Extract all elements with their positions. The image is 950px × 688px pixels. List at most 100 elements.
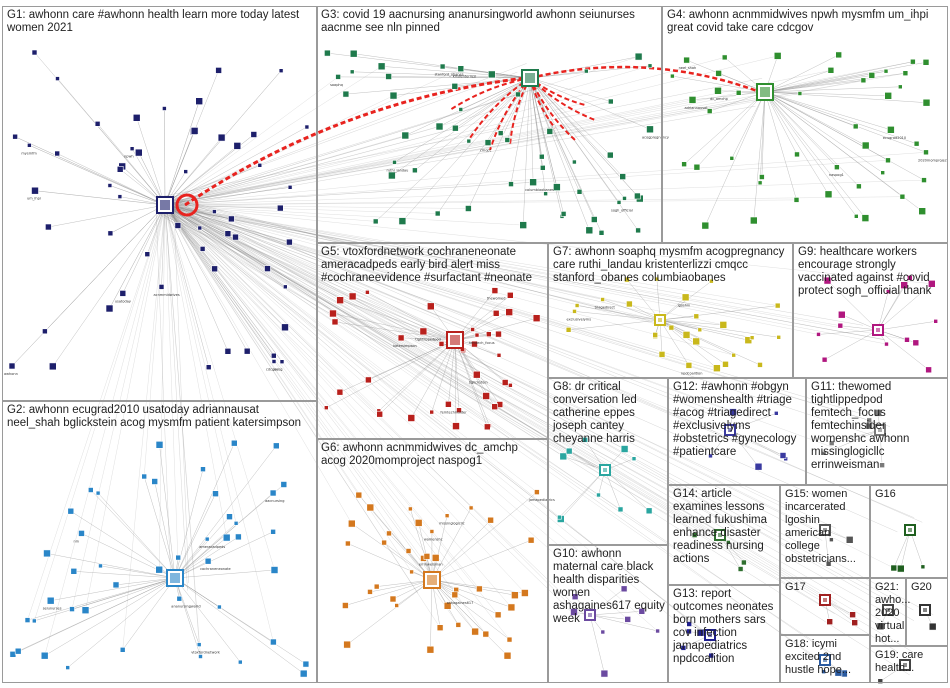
node [276,204,284,212]
node [538,153,545,160]
node [879,462,885,469]
edge [164,204,274,356]
node [708,453,713,459]
node-label: ecugrad2010 [883,136,906,140]
edge [683,91,766,165]
edge [656,279,661,321]
edge [44,577,176,656]
node [81,606,90,615]
edge [764,91,860,187]
edge [164,204,448,516]
node [652,332,659,338]
edge [164,167,543,206]
node [217,604,222,610]
edge [164,204,841,326]
node [904,336,910,343]
node [922,58,930,66]
node [458,107,464,112]
node [598,230,605,236]
node [829,537,834,543]
edge [163,214,835,614]
node-label: 2020momproject [918,158,949,162]
hub-node-image [525,73,535,83]
edge [164,204,717,369]
node [572,309,577,314]
node [519,221,528,229]
node [232,233,239,241]
node [472,370,481,379]
node [14,647,22,655]
node [883,68,889,74]
node [852,123,859,130]
edge [589,611,642,616]
edge [85,204,166,611]
edge [85,577,176,611]
node [845,535,854,544]
node [436,624,444,632]
edge [764,91,856,127]
edge [164,204,734,356]
node [506,291,514,299]
node [574,303,580,308]
node [492,309,500,317]
edge [448,339,456,405]
edge [164,204,603,300]
edge [164,204,286,328]
node-label: ananursingworld [171,605,200,609]
edge [529,77,580,192]
edge [604,469,621,510]
node-label: vtoxfordnetwork [191,651,221,655]
node-label: cochraneneonate [200,567,231,571]
edge [164,126,440,206]
group-label-g17: G17 [785,581,806,593]
edge [109,204,166,309]
node [195,97,203,105]
edge [171,207,914,611]
edge [454,339,490,426]
hub-node-image [886,608,890,612]
node [779,452,787,459]
edge [454,317,537,341]
node [504,137,511,143]
node [693,313,700,320]
highlight-edge [509,77,531,146]
node [270,352,277,359]
edge [164,73,906,206]
group-box-g17 [780,578,870,635]
edges-layer [11,52,936,682]
hub-node-image [658,318,662,322]
node [365,289,370,295]
node [823,276,832,285]
node [576,189,583,195]
node [388,171,396,180]
edge [164,204,376,222]
edge [168,211,901,621]
group-box-g8 [548,378,668,545]
node [654,276,660,282]
edge [164,204,883,466]
node-label: stanford_obanes [435,73,464,77]
edge [759,91,766,183]
node-label: seiunurses [43,607,62,611]
edge [164,204,268,269]
node-label: columbiaobanes [525,188,554,192]
edge [155,210,172,585]
node [774,302,781,309]
node-label: naspog1 [829,173,844,177]
edge [431,579,510,640]
edge [164,204,463,350]
group-label-g2: G2: awhonn ecugrad2010 usatoday adrianna… [7,404,302,429]
hub-node-image [923,608,927,612]
group-label-g21: G21: awho... 2020 virtual hot... [875,581,911,645]
edge [155,206,576,616]
edge [158,195,650,321]
node [620,445,629,453]
edge [659,305,778,321]
node [902,70,909,76]
node [65,665,70,670]
edge [170,207,884,340]
node [874,409,882,417]
node [596,492,601,498]
group-box-g11 [806,378,948,485]
node-label: errinweisman [419,562,443,566]
